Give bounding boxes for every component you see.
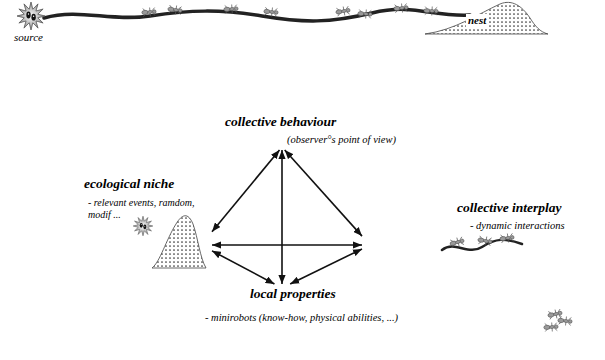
ant-trail (44, 9, 470, 21)
trail-ants (141, 3, 438, 19)
place-label: source (14, 31, 43, 44)
double-arrow (290, 249, 362, 284)
concept-node: collective interplay - dynamic interactio… (362, 198, 598, 264)
concept-node: local properties - minirobots (know-how, … (200, 284, 470, 328)
double-arrow (281, 150, 283, 284)
place-label: nest (466, 14, 488, 27)
concept-heading: ecological niche (84, 176, 174, 193)
double-arrow (212, 244, 362, 246)
concept-note: - minirobots (know-how, physical abiliti… (205, 311, 398, 324)
double-arrow (212, 150, 280, 232)
nest-hill (425, 2, 548, 34)
minirobot-ants (544, 308, 573, 332)
niche-hill (152, 216, 206, 268)
concept-heading: collective interplay (457, 200, 562, 217)
concept-note: - relevant events, ramdom, modif ... (88, 197, 210, 222)
niche-burst (133, 216, 153, 236)
interplay-ants (449, 233, 515, 249)
concept-heading: collective behaviour (225, 114, 336, 131)
double-arrow (285, 150, 362, 236)
concept-heading: local properties (250, 286, 336, 303)
double-arrow (212, 251, 274, 284)
concept-note: - dynamic interactions (470, 219, 564, 232)
concept-node: ecological niche - relevant events, ramdo… (78, 176, 212, 272)
concept-node: collective behaviour (observer°s point of… (200, 110, 450, 150)
concept-note: (observer°s point of view) (287, 133, 396, 146)
source-burst (17, 2, 45, 30)
